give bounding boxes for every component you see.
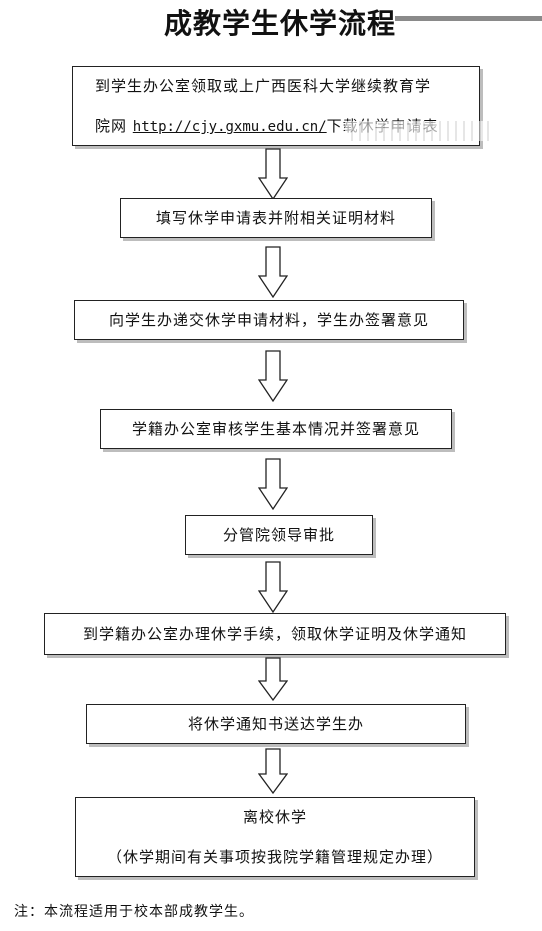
step-5-box: 分管院领导审批 — [185, 515, 373, 555]
step-4-box: 学籍办公室审核学生基本情况并签署意见 — [100, 409, 452, 449]
step-8-note: （休学期间有关事项按我院学籍管理规定办理） — [106, 848, 443, 866]
step-6-box: 到学籍办公室办理休学手续，领取休学证明及休学通知 — [44, 613, 506, 655]
step-8-box: 离校休学 （休学期间有关事项按我院学籍管理规定办理） — [75, 797, 475, 877]
down-arrow-icon — [258, 657, 288, 701]
scan-artifact — [345, 121, 493, 141]
down-arrow-icon — [258, 246, 288, 298]
down-arrow-icon — [258, 458, 288, 510]
down-arrow-icon — [258, 350, 288, 402]
step-1-line-2-prefix: 院网 — [95, 117, 133, 135]
page-title: 成教学生休学流程 — [163, 7, 396, 40]
step-7-box: 将休学通知书送达学生办 — [86, 704, 466, 744]
title-divider — [395, 16, 542, 21]
down-arrow-icon — [258, 561, 288, 613]
footnote: 注：本流程适用于校本部成教学生。 — [14, 904, 254, 920]
down-arrow-icon — [258, 748, 288, 794]
step-3-box: 向学生办递交休学申请材料，学生办签署意见 — [74, 300, 464, 340]
step-2-box: 填写休学申请表并附相关证明材料 — [120, 198, 432, 238]
down-arrow-icon — [258, 148, 288, 200]
website-link[interactable]: http://cjy.gxmu.edu.cn/ — [132, 119, 327, 135]
step-1-line-1: 到学生办公室领取或上广西医科大学继续教育学 — [95, 77, 432, 95]
step-8-title: 离校休学 — [242, 808, 307, 826]
